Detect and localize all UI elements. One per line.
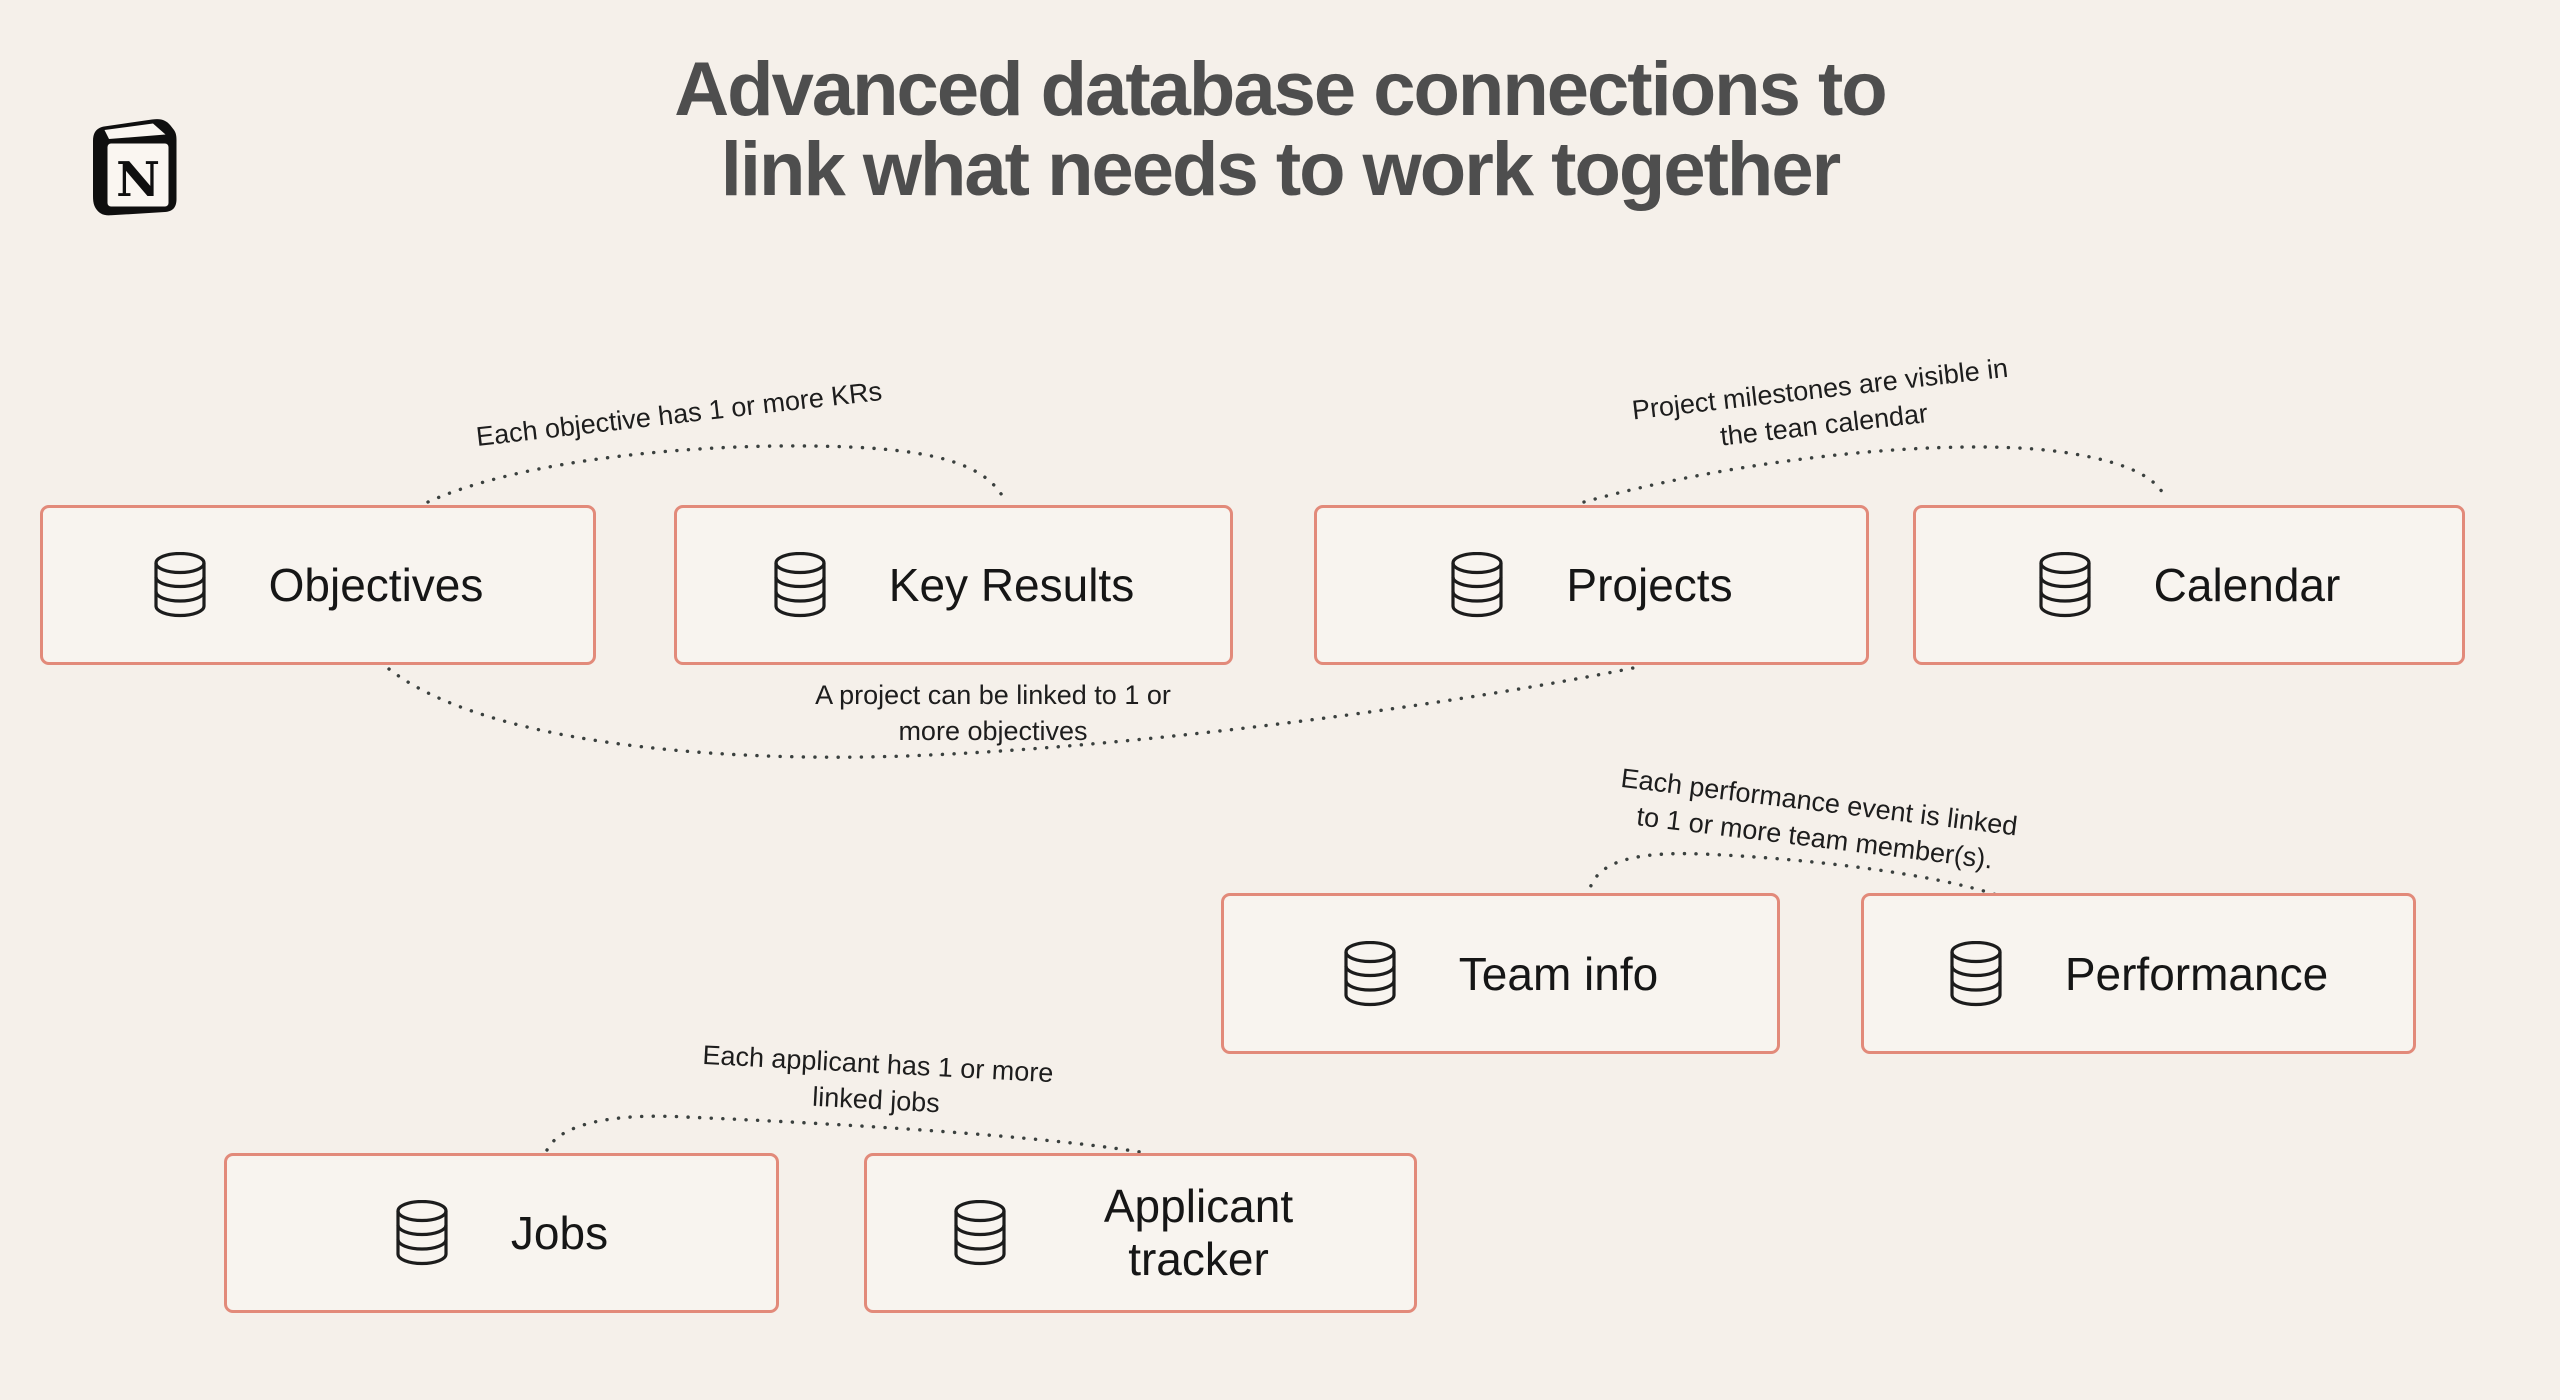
db-label: Projects: [1566, 559, 1733, 611]
notion-logo-icon: N: [93, 119, 177, 216]
annotation-project-objectives: A project can be linked to 1 or more obj…: [815, 680, 1171, 746]
page-title-line1: Advanced database connections to: [674, 47, 1887, 132]
db-label: Objectives: [268, 559, 484, 611]
connector-objectives-key-results: [426, 444, 1005, 504]
db-label: Calendar: [2153, 559, 2341, 611]
db-label: Team info: [1458, 947, 1659, 1000]
annotation-performance-team: Each performance event is linked to 1 or…: [1619, 762, 2020, 875]
connector-jobs-applicant-tracker: [545, 1114, 1142, 1154]
db-box-calendar: Calendar: [1913, 505, 2465, 665]
db-box-jobs: Jobs: [224, 1153, 779, 1313]
page-title: Advanced database connections to link wh…: [0, 50, 2560, 210]
notion-logo-letter: N: [116, 152, 160, 208]
db-label: Performance: [2064, 947, 2329, 1000]
db-box-performance: Performance: [1861, 893, 2416, 1054]
db-label: Key Results: [888, 559, 1135, 611]
database-icon: [2039, 552, 2091, 618]
database-icon: [953, 1200, 1006, 1266]
db-label: Jobs: [510, 1207, 609, 1259]
database-icon: [1451, 552, 1504, 618]
database-icon: [1344, 940, 1396, 1006]
db-box-key-results: Key Results: [674, 505, 1233, 665]
db-label: Applicant tracker: [1103, 1180, 1294, 1285]
db-box-team-info: Team info: [1221, 893, 1780, 1054]
database-icon: [154, 552, 206, 618]
db-box-applicant-tracker: Applicant tracker: [864, 1153, 1417, 1313]
database-icon: [774, 552, 826, 618]
annotation-objectives-krs: Each objective has 1 or more KRs: [474, 375, 884, 453]
database-icon: [1950, 940, 2002, 1006]
db-box-objectives: Objectives: [40, 505, 596, 665]
annotation-applicant-jobs: Each applicant has 1 or more linked jobs: [701, 1039, 1055, 1119]
page-title-line2: link what needs to work together: [720, 127, 1841, 212]
annotation-project-milestones: Project milestones are visible in the te…: [1630, 352, 2010, 452]
database-icon: [396, 1200, 448, 1266]
db-box-projects: Projects: [1314, 505, 1869, 665]
notion-logo: N: [80, 116, 180, 216]
